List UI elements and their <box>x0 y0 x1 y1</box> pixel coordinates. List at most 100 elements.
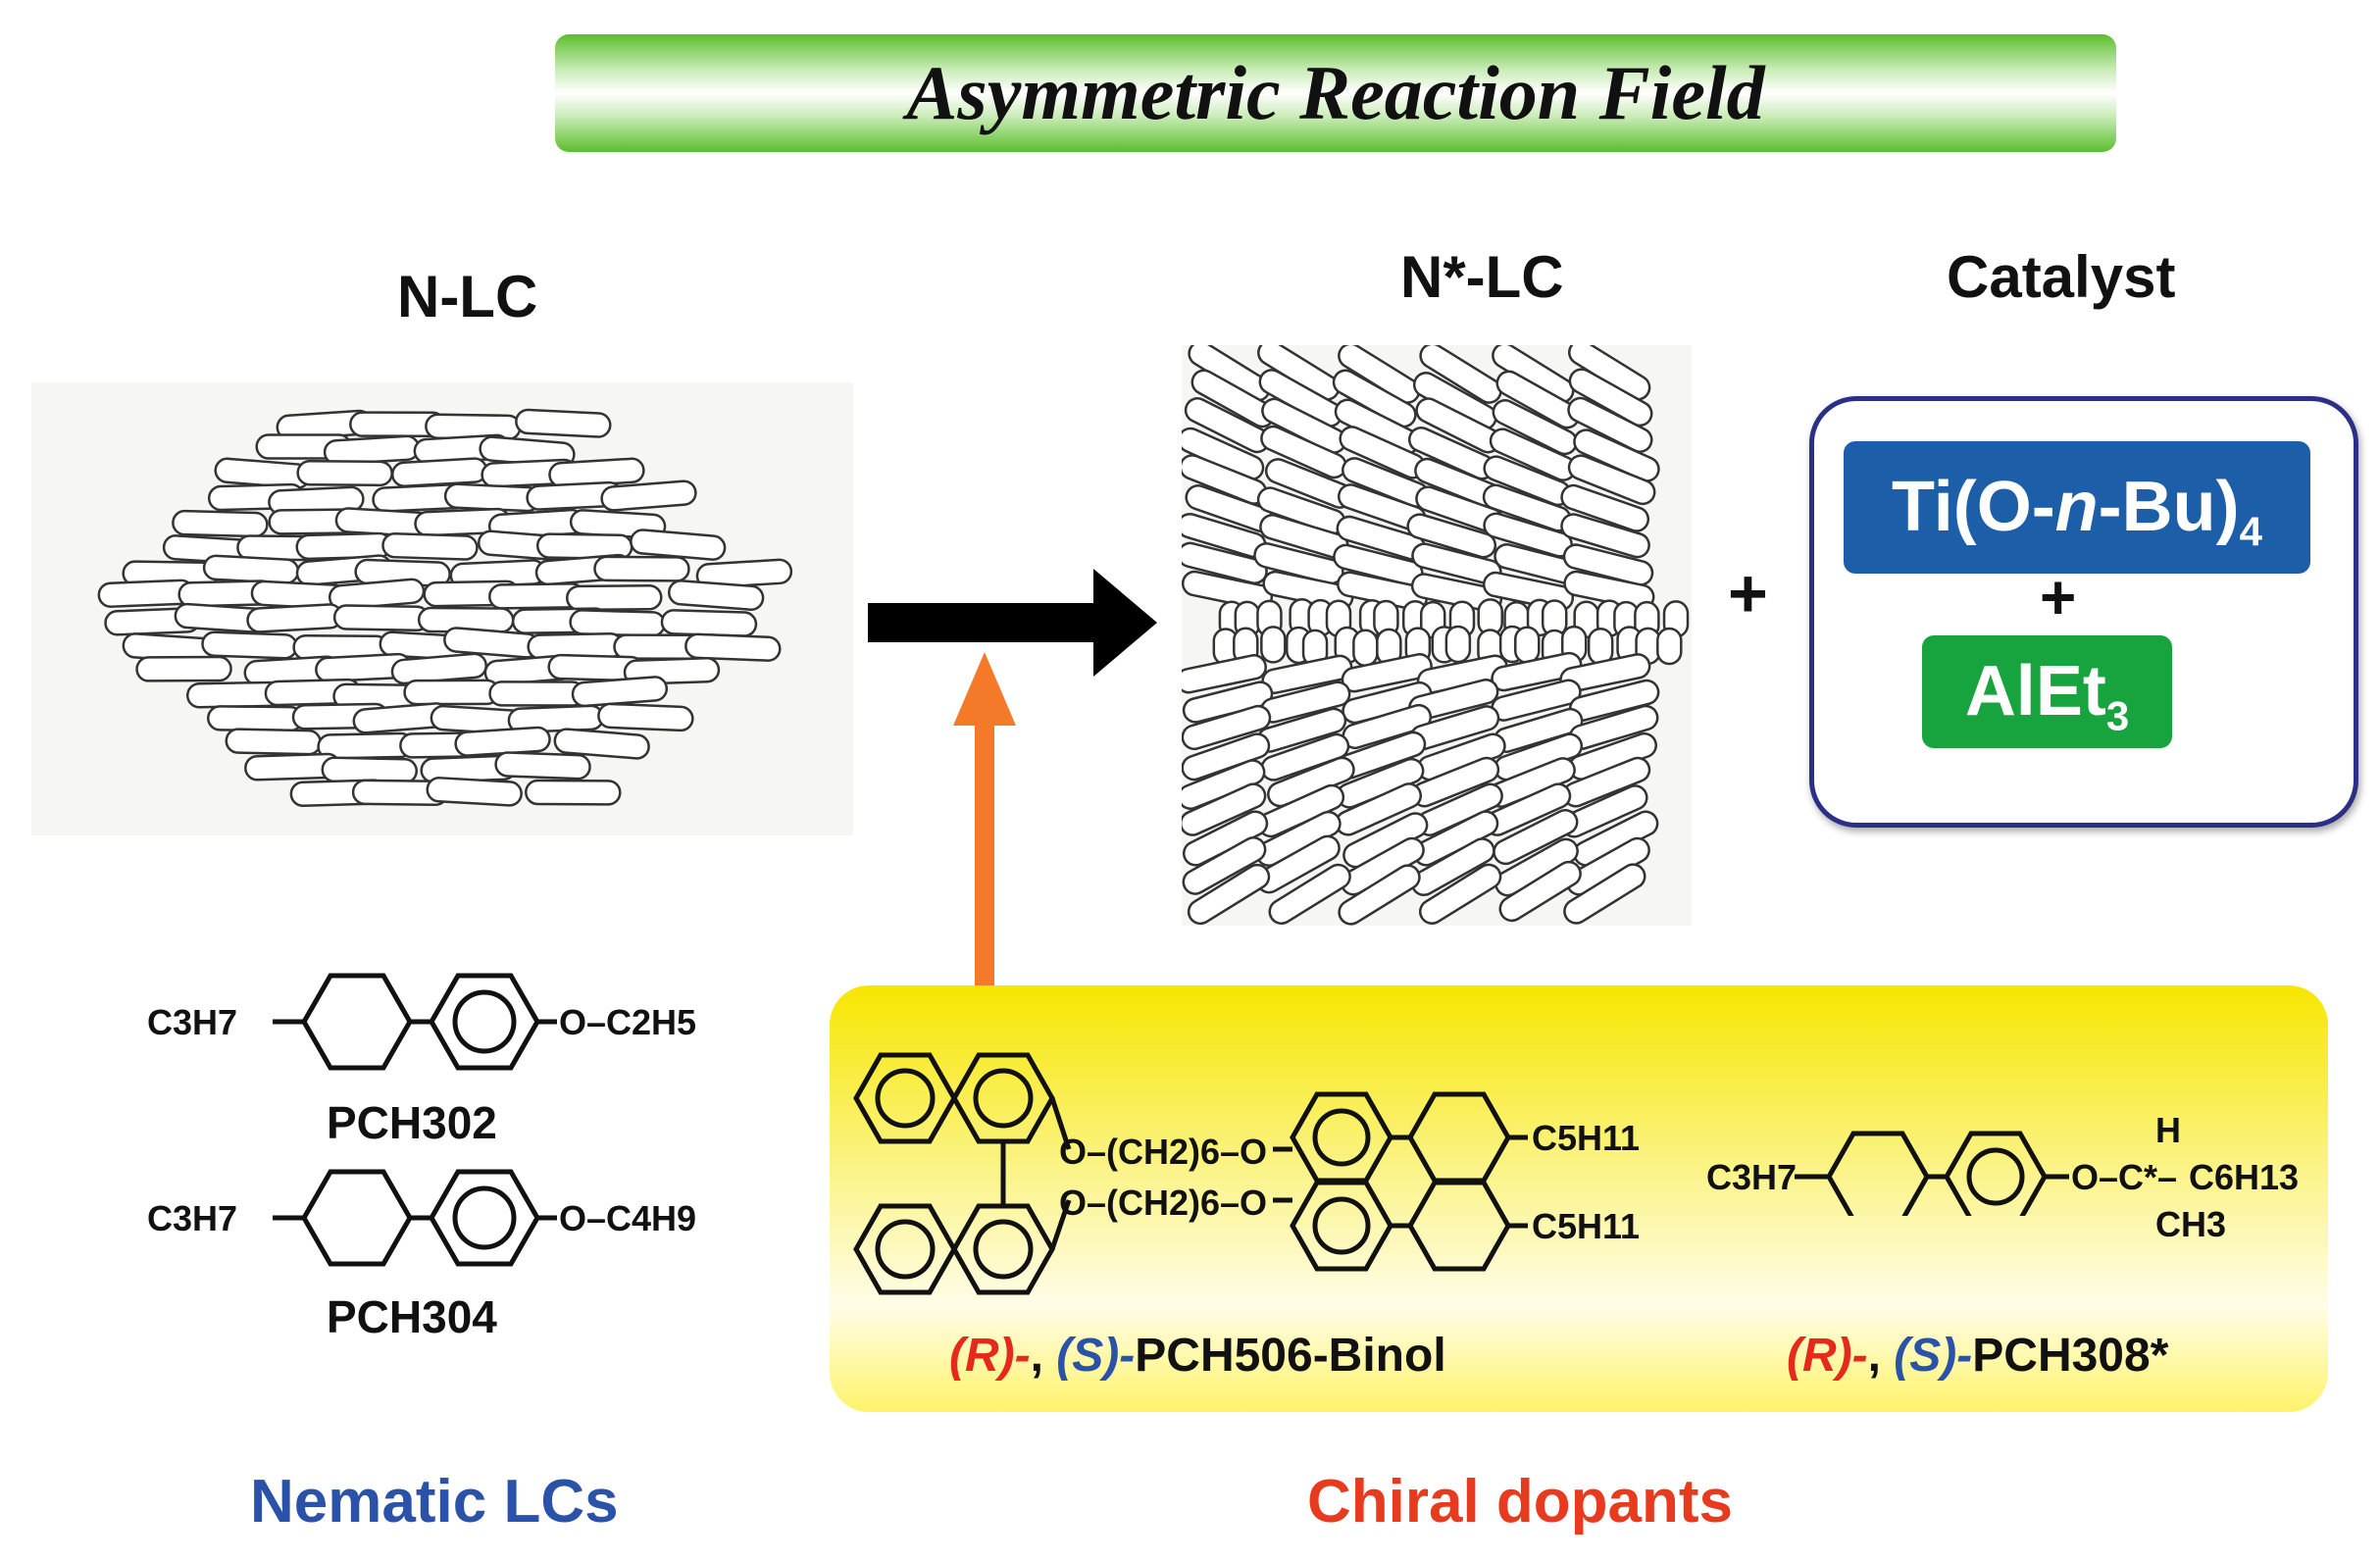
lc-rod <box>1498 860 1582 923</box>
page-title: Asymmetric Reaction Field <box>906 50 1765 135</box>
lc-rod <box>1179 782 1267 836</box>
binol-linker-lower: O–(CH2)6–O <box>1059 1183 1268 1223</box>
lc-rod <box>1567 396 1653 453</box>
pch302-left-group: C3H7 <box>147 1002 238 1042</box>
aromatic-circle <box>973 1068 1034 1129</box>
lc-rod <box>488 680 585 707</box>
cyclohexane-ring <box>301 1169 413 1267</box>
lc-rod <box>332 604 430 632</box>
aromatic-circle <box>452 1185 517 1250</box>
lc-rod <box>135 655 232 682</box>
nstar-lc-heading: N*-LC <box>1400 244 1564 310</box>
aromatic-circle <box>452 989 517 1054</box>
lc-rod <box>566 583 663 612</box>
pch506-binol-structure <box>853 1052 1528 1295</box>
lc-rod <box>1419 342 1502 404</box>
lc-rod <box>1514 626 1541 664</box>
lc-rod <box>201 630 298 660</box>
s-prefix: (S)- <box>1056 1330 1136 1382</box>
pch308-oxygen-carbon: O–C*– <box>2071 1157 2178 1197</box>
catalyst-plus: + <box>2040 562 2077 632</box>
s-prefix: (S)- <box>1894 1330 1973 1382</box>
cyclohexane-ring <box>1407 1091 1511 1184</box>
lc-rod <box>403 679 500 706</box>
benzene-ring <box>1290 1091 1393 1184</box>
binol-name: PCH506-Binol <box>1135 1330 1446 1382</box>
pch308-structure <box>1795 1131 2069 1216</box>
lc-rod <box>454 726 551 757</box>
lc-rod <box>569 609 666 637</box>
lc-rod <box>525 779 622 806</box>
cyclohexane-ring <box>1407 1180 1511 1272</box>
lc-rod <box>1563 863 1646 925</box>
lc-rod <box>1418 863 1502 925</box>
lc-rod <box>1352 629 1379 668</box>
benzene-ring <box>429 973 540 1071</box>
lc-rod <box>202 554 300 584</box>
naphthalene-ring <box>853 1052 957 1144</box>
pch308-h: H <box>2155 1110 2181 1150</box>
aromatic-circle <box>1312 1196 1371 1255</box>
pch308-ch3: CH3 <box>2155 1204 2227 1244</box>
lc-rod <box>246 603 343 633</box>
pch308-name: PCH308* <box>1972 1330 2169 1382</box>
lc-rod <box>1181 570 1274 611</box>
catalyst-heading: Catalyst <box>1947 244 2176 310</box>
lc-rod <box>1181 704 1272 751</box>
lc-rod <box>1568 368 1653 428</box>
title-banner <box>555 34 2116 152</box>
bond <box>1049 1199 1072 1250</box>
nlc-heading: N-LC <box>397 264 538 329</box>
lc-rod <box>660 609 758 637</box>
lc-rod <box>1406 513 1497 559</box>
cyclohexane-ring <box>1826 1131 1930 1216</box>
cholesteric-rods <box>1175 339 1690 926</box>
aromatic-circle <box>973 1219 1034 1280</box>
benzene-ring <box>1290 1180 1393 1272</box>
aromatic-circle <box>875 1219 936 1280</box>
lc-rod <box>426 777 523 807</box>
al-catalyst-box: AlEt3 <box>1922 635 2172 748</box>
naphthalene-ring <box>951 1203 1055 1295</box>
binol-linker-upper: O–(CH2)6–O <box>1059 1132 1268 1172</box>
ti-formula-sub: 4 <box>2239 508 2262 555</box>
pch308-label: (R)-, (S)-PCH308* <box>1787 1330 2169 1382</box>
lc-rod <box>1656 627 1683 666</box>
pch308-left-group: C3H7 <box>1706 1157 1798 1197</box>
nematic-lcs-label: Nematic LCs <box>250 1468 619 1536</box>
pch304-left-group: C3H7 <box>147 1198 238 1238</box>
lc-rod <box>1268 863 1351 926</box>
ti-formula-part1: Ti(O- <box>1892 468 2055 546</box>
lc-rod <box>172 509 269 538</box>
ti-formula-part2: -Bu) <box>2098 468 2240 546</box>
lc-rod <box>390 457 488 488</box>
bond <box>1049 1097 1072 1150</box>
nematic-structures <box>273 973 557 1267</box>
lc-rod <box>515 408 612 438</box>
cyclohexane-ring <box>301 973 413 1071</box>
lc-rod <box>443 482 541 513</box>
chiral-dopant-panel <box>830 985 2328 1412</box>
pch308-c6h13: C6H13 <box>2189 1157 2300 1197</box>
lc-rod <box>1410 837 1495 897</box>
binol-tail-lower: C5H11 <box>1532 1206 1641 1246</box>
r-prefix: (R)- <box>949 1330 1031 1382</box>
lc-rod <box>1493 809 1579 866</box>
cholesteric-lc-illustration <box>1175 339 1692 926</box>
lc-rod <box>1444 625 1472 664</box>
al-formula-main: AlEt <box>1964 652 2106 731</box>
lc-rod <box>1560 483 1650 532</box>
lc-rod <box>553 728 650 760</box>
al-formula-sub: 3 <box>2105 692 2130 739</box>
lc-rod <box>1182 836 1267 895</box>
plus-sign: + <box>1728 555 1768 631</box>
chiral-dopants-label: Chiral dopants <box>1307 1468 1734 1536</box>
pch302-right-group: O–C2H5 <box>559 1002 697 1042</box>
black-arrow <box>868 569 1157 677</box>
lc-rod <box>1567 454 1656 506</box>
lc-rod <box>206 705 304 732</box>
naphthalene-ring <box>951 1052 1055 1144</box>
lc-rod <box>1338 864 1421 926</box>
pch302-label: PCH302 <box>327 1097 497 1148</box>
aromatic-circle <box>875 1068 936 1129</box>
